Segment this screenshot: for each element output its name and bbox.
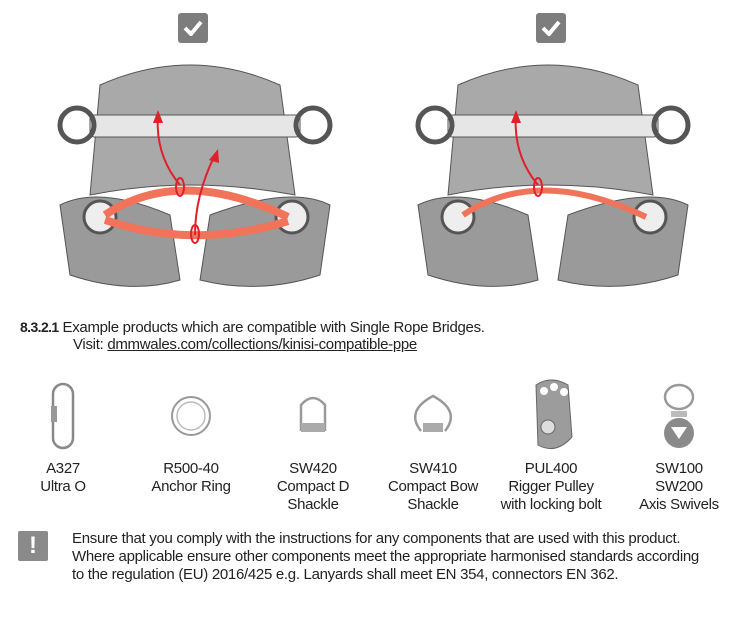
warning-icon: ! bbox=[18, 531, 48, 561]
product-label-line: Shackle bbox=[287, 496, 339, 513]
rigger-pulley-icon bbox=[535, 379, 573, 450]
section-number: 8.3.2.1 bbox=[20, 319, 59, 335]
product-label-line: Ultra O bbox=[40, 478, 86, 495]
visit-label: Visit: bbox=[73, 336, 108, 353]
product-label-line: with locking bolt bbox=[500, 496, 602, 513]
product-label-line: PUL400 bbox=[524, 460, 578, 477]
compatible-ppe-link[interactable]: dmmwales.com/collections/kinisi-compatib… bbox=[107, 336, 417, 353]
product-label-line: SW200 bbox=[655, 478, 703, 495]
anchor-ring-icon bbox=[171, 396, 211, 436]
product-label-line: Compact D bbox=[276, 478, 350, 495]
harness-two-bridges-illustration bbox=[57, 64, 333, 287]
d-shackle-icon bbox=[299, 396, 327, 432]
swivel-icon bbox=[663, 383, 695, 448]
product-label-line: Anchor Ring bbox=[151, 478, 231, 495]
product-label-line: Compact Bow bbox=[387, 478, 479, 495]
section-text: Example products which are compatible wi… bbox=[62, 319, 485, 336]
warning-text: Ensure that you comply with the instruct… bbox=[72, 530, 699, 583]
section-heading: 8.3.2.1 Example products which are compa… bbox=[20, 318, 485, 337]
bow-shackle-icon bbox=[413, 394, 453, 432]
carabiner-icon bbox=[51, 382, 75, 450]
product-label-line: SW100 bbox=[655, 460, 703, 477]
product-label-line: A327 bbox=[46, 460, 80, 477]
product-label-line: SW420 bbox=[289, 460, 337, 477]
visit-line: Visit: dmmwales.com/collections/kinisi-c… bbox=[73, 336, 417, 354]
product-label-line: Axis Swivels bbox=[639, 496, 719, 513]
checkmark-icon bbox=[178, 13, 208, 43]
checkmark-icon bbox=[536, 13, 566, 43]
product-label-line: Rigger Pulley bbox=[508, 478, 594, 495]
product-label-line: SW410 bbox=[409, 460, 457, 477]
product-label-line: R500-40 bbox=[163, 460, 219, 477]
product-label-line: Shackle bbox=[407, 496, 459, 513]
harness-single-bridge-illustration bbox=[415, 64, 691, 287]
